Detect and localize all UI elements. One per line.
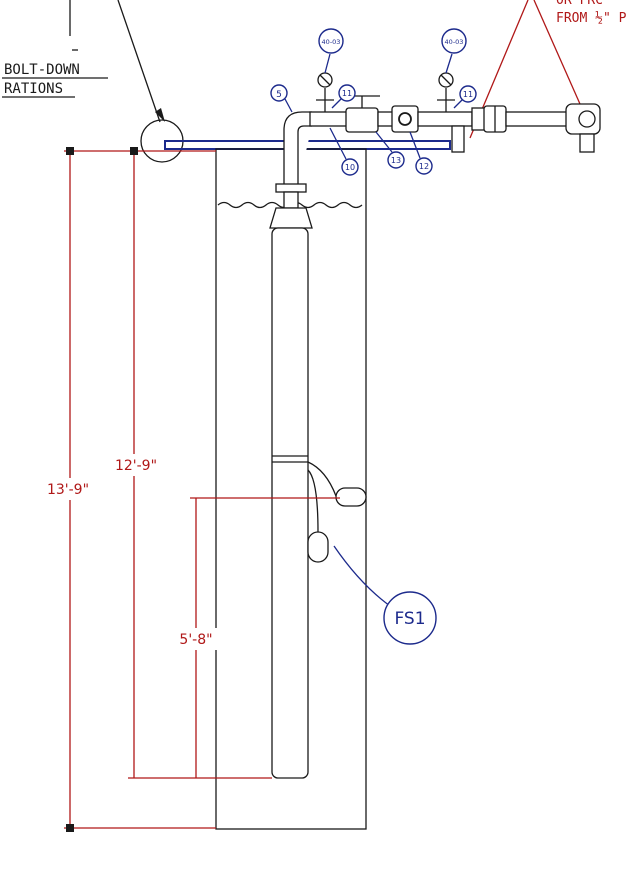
float-cable-upper (307, 461, 337, 497)
callout-item-11-a: 11 (331, 84, 356, 109)
dimension-overall: 13'-9" (40, 147, 216, 832)
svg-text:10: 10 (345, 163, 355, 172)
bolt-down-note-line2: RATIONS (4, 81, 63, 97)
gauge-callout-right (441, 28, 467, 54)
dimension-lower-label: 5'-8" (179, 632, 212, 648)
bolt-down-note: BOLT-DOWN RATIONS (2, 0, 108, 98)
svg-text:5: 5 (276, 90, 282, 100)
svg-text:12: 12 (419, 162, 429, 171)
bolt-down-note-line1: BOLT-DOWN (4, 62, 80, 78)
svg-text:40-03: 40-03 (322, 38, 341, 46)
float-switch-lower (307, 531, 329, 563)
submersible-pump (271, 227, 309, 779)
drain-tee (451, 125, 465, 153)
gauge-callout-left (318, 28, 344, 54)
fs1-callout-bubble (383, 591, 437, 645)
top-right-note-line1: OR FRC (556, 0, 603, 8)
fs1-leader (333, 545, 391, 607)
float-switch-upper (335, 487, 367, 507)
dimension-upper: 12'-9" (108, 147, 272, 779)
dimension-overall-label: 13'-9" (47, 482, 89, 498)
callout-item-11-b: 11 (453, 85, 477, 109)
dimension-lower: 5'-8" (170, 497, 340, 778)
svg-text:11: 11 (463, 90, 473, 99)
callout-item-13: 13 (375, 131, 405, 169)
svg-text:11: 11 (342, 89, 352, 98)
dimension-upper-label: 12'-9" (115, 458, 157, 474)
red-leader-right (533, 0, 581, 105)
gate-valve (345, 107, 379, 133)
top-right-note-line2: FROM ½" P (556, 11, 627, 26)
pressure-gauge-right: 40-03 (437, 28, 467, 112)
float-cable-lower (307, 469, 319, 533)
callout-item-5: 5 (270, 84, 293, 113)
svg-text:13: 13 (391, 156, 401, 165)
svg-text:40-03: 40-03 (445, 38, 464, 46)
pump-head (269, 207, 313, 229)
anchor-leader-line (117, 0, 161, 123)
fs1-label: FS1 (394, 609, 425, 629)
callout-item-10: 10 (329, 127, 359, 176)
pressure-gauge-left: 40-03 (316, 28, 344, 112)
flange-coupling (275, 183, 307, 193)
callout-item-12: 12 (409, 131, 433, 175)
